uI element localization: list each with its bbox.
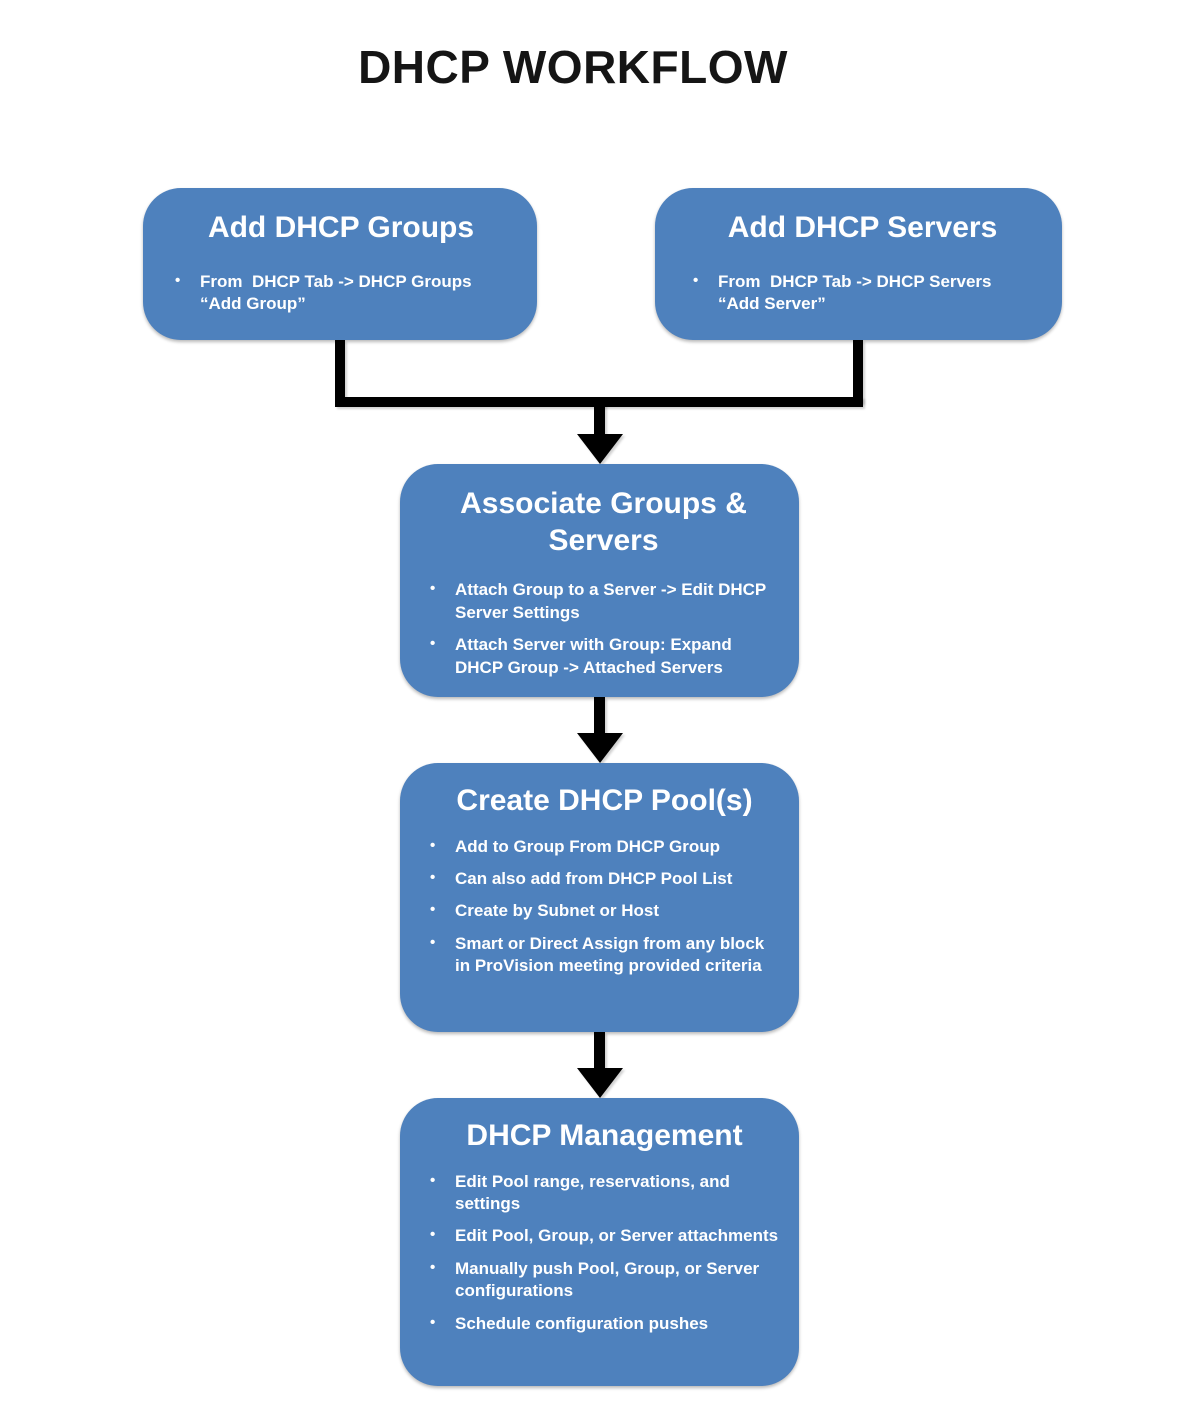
diagram-title: DHCP WORKFLOW: [358, 41, 788, 93]
connector-stem-pools-to-management: [594, 1032, 605, 1069]
bullet-item: From DHCP Tab -> DHCP Servers “Add Serve…: [691, 271, 1034, 316]
bullet-list-add-dhcp-groups: From DHCP Tab -> DHCP Groups “Add Group”: [173, 271, 509, 316]
bullet-item: From DHCP Tab -> DHCP Groups “Add Group”: [173, 271, 509, 316]
bullet-item: Attach Group to a Server -> Edit DHCP Se…: [428, 579, 779, 624]
box-heading-dhcp-management: DHCP Management: [466, 1119, 743, 1152]
bullet-list-dhcp-management: Edit Pool range, reservations, and setti…: [428, 1171, 781, 1336]
bullet-item: Can also add from DHCP Pool List: [428, 868, 781, 890]
bullet-item: Manually push Pool, Group, or Server con…: [428, 1258, 781, 1303]
bullet-item: Schedule configuration pushes: [428, 1313, 781, 1335]
box-heading-add-dhcp-servers: Add DHCP Servers: [727, 211, 998, 244]
arrowhead-to-management-box-icon: [577, 1068, 623, 1098]
bullet-list-add-dhcp-servers: From DHCP Tab -> DHCP Servers “Add Serve…: [691, 271, 1034, 316]
box-heading-add-dhcp-groups: Add DHCP Groups: [207, 211, 475, 244]
flow-box-create-dhcp-pools: Create DHCP Pool(s) Add to Group From DH…: [400, 763, 799, 1032]
bullet-list-create-dhcp-pools: Add to Group From DHCP GroupCan also add…: [428, 836, 781, 978]
flow-box-add-dhcp-groups: Add DHCP Groups From DHCP Tab -> DHCP Gr…: [143, 188, 537, 340]
bullet-item: Edit Pool, Group, or Server attachments: [428, 1225, 781, 1247]
flow-box-add-dhcp-servers: Add DHCP Servers From DHCP Tab -> DHCP S…: [655, 188, 1062, 340]
box-heading-associate-groups-servers: Associate Groups & Servers: [460, 487, 747, 557]
flow-box-dhcp-management: DHCP Management Edit Pool range, reserva…: [400, 1098, 799, 1386]
bullet-item: Smart or Direct Assign from any block in…: [428, 933, 781, 978]
bullet-item: Edit Pool range, reservations, and setti…: [428, 1171, 781, 1216]
bullet-list-associate-groups-servers: Attach Group to a Server -> Edit DHCP Se…: [428, 579, 779, 679]
box-heading-create-dhcp-pools: Create DHCP Pool(s): [456, 784, 753, 817]
arrowhead-to-associate-box-icon: [577, 434, 623, 464]
flow-box-associate-groups-servers: Associate Groups & Servers Attach Group …: [400, 464, 799, 697]
connector-left-vertical-line: [335, 340, 345, 403]
connector-center-stem: [594, 402, 605, 435]
connector-right-vertical-line: [853, 340, 863, 403]
bullet-item: Add to Group From DHCP Group: [428, 836, 781, 858]
connector-stem-associate-to-pools: [594, 697, 605, 734]
bullet-item: Create by Subnet or Host: [428, 900, 781, 922]
arrowhead-to-create-pools-box-icon: [577, 733, 623, 763]
bullet-item: Attach Server with Group: Expand DHCP Gr…: [428, 634, 779, 679]
